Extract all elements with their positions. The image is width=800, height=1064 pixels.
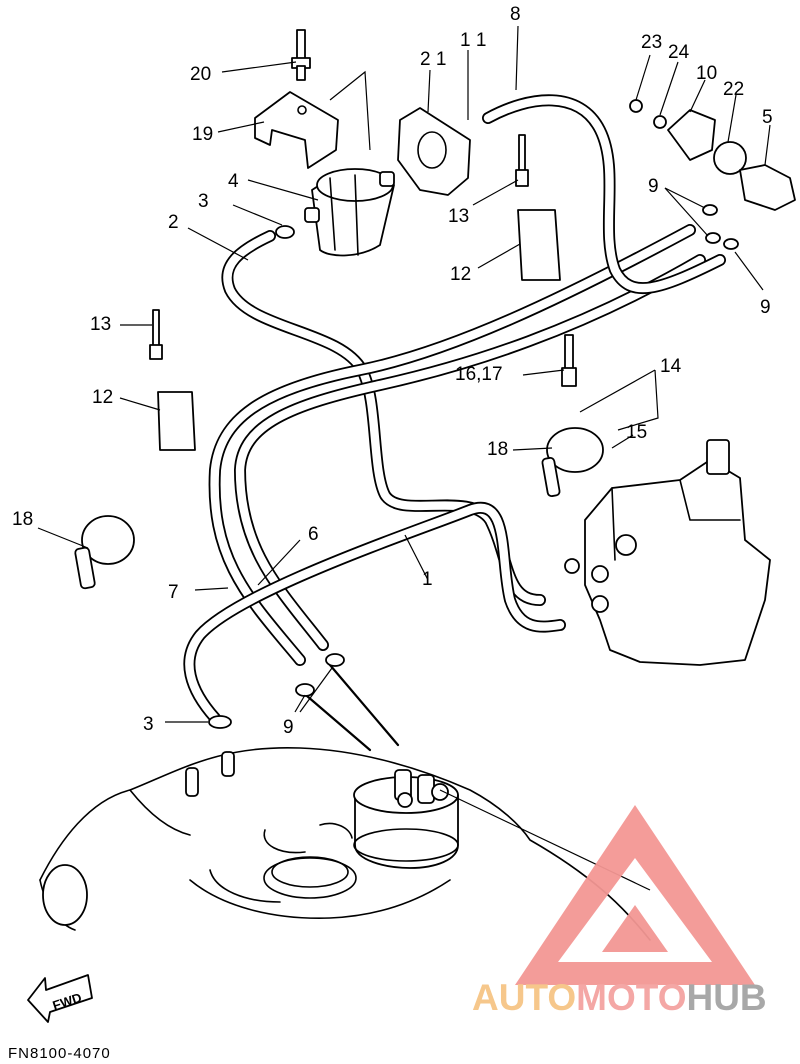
label-7: 7 [168, 582, 179, 603]
hose-holders [157, 209, 561, 451]
label-4: 4 [228, 171, 239, 192]
label-3-top: 3 [198, 191, 209, 212]
throttle-body [564, 439, 771, 666]
watermark-moto: MOTO [576, 977, 686, 1018]
label-20: 20 [190, 64, 211, 85]
fuel-tank [39, 746, 651, 941]
label-9-bottom: 9 [283, 717, 294, 738]
label-5: 5 [762, 107, 773, 128]
label-16-17: 16,17 [455, 364, 503, 385]
callout-labels: 20 19 4 3 2 2 1 1 1 8 13 12 13 12 16,17 … [12, 4, 773, 738]
filter-bracket [397, 107, 471, 196]
fuel-cock [629, 99, 796, 211]
label-14: 14 [660, 356, 682, 377]
label-18-left: 18 [12, 509, 33, 530]
svg-text:AUTOMOTOHUB: AUTOMOTOHUB [472, 977, 767, 1018]
bracket [254, 91, 339, 169]
hoses [183, 94, 726, 724]
label-10: 10 [696, 63, 717, 84]
watermark-auto: AUTO [472, 977, 576, 1018]
label-12-right: 12 [450, 264, 471, 285]
diagram-code: FN8100-4070 [8, 1045, 111, 1062]
label-19: 19 [192, 124, 213, 145]
watermark: AUTOMOTOHUB [472, 805, 767, 1018]
label-23: 23 [641, 32, 662, 53]
label-12-left: 12 [92, 387, 113, 408]
label-3-bottom: 3 [143, 714, 154, 735]
label-24: 24 [668, 42, 690, 63]
label-8: 8 [510, 4, 521, 25]
label-9-right: 9 [760, 297, 771, 318]
label-18-right: 18 [487, 439, 508, 460]
watermark-hub: HUB [686, 977, 766, 1018]
rivets [149, 134, 577, 387]
label-15: 15 [626, 422, 647, 443]
label-22: 22 [723, 79, 744, 100]
bolt [291, 29, 311, 81]
cable-ties [74, 427, 604, 590]
label-21: 2 1 [420, 49, 446, 70]
leader-lines [37, 25, 771, 723]
label-9-top: 9 [648, 176, 659, 197]
label-2: 2 [168, 212, 179, 233]
hose-clamps [208, 204, 739, 729]
label-1: 1 [422, 569, 433, 590]
label-11: 1 1 [460, 30, 486, 51]
label-13-left: 13 [90, 314, 111, 335]
label-6: 6 [308, 524, 319, 545]
fwd-arrow: FWD [27, 974, 93, 1023]
label-13-right: 13 [448, 206, 469, 227]
fuel-pump [353, 769, 459, 869]
fuel-filter [304, 168, 395, 257]
watermark-logo [515, 805, 755, 985]
